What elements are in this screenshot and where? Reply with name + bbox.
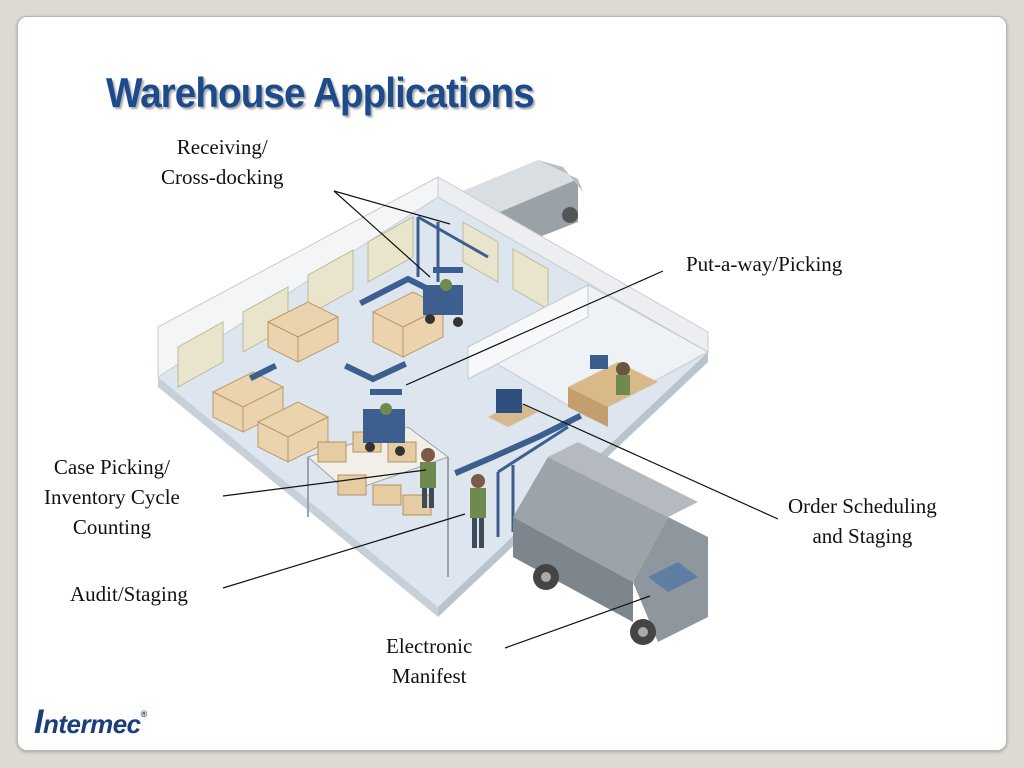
logo-initial: I — [34, 703, 43, 741]
label-case-picking-line2: Inventory Cycle — [44, 485, 180, 509]
printer — [488, 389, 538, 427]
label-order-scheduling-line2: and Staging — [812, 524, 913, 548]
worker-audit — [470, 474, 486, 548]
label-case-picking-line3: Counting — [72, 515, 152, 539]
office-desk — [568, 355, 658, 427]
worker-case-picking — [420, 448, 436, 508]
label-order-scheduling-line1: Order Scheduling — [788, 494, 937, 518]
label-audit: Audit/Staging — [70, 582, 188, 606]
label-manifest-line2: Manifest — [391, 664, 467, 688]
logo-text: ntermec — [42, 709, 141, 739]
intermec-logo: Intermec® — [34, 703, 147, 742]
slide-title: Warehouse Applications — [106, 69, 535, 116]
slide: Warehouse Applications — [17, 16, 1007, 751]
delivery-truck — [513, 442, 708, 645]
label-manifest: Electronic Manifest — [386, 631, 472, 691]
warehouse-illustration — [157, 160, 779, 649]
label-order-scheduling: Order Scheduling and Staging — [788, 491, 937, 551]
callout-lines — [222, 190, 779, 649]
label-receiving-line1: Receiving/ — [176, 135, 268, 159]
label-receiving-line2: Cross-docking — [161, 165, 284, 189]
label-case-picking-line1: Case Picking/ — [53, 455, 170, 479]
label-receiving: Receiving/ Cross-docking — [161, 132, 284, 192]
label-case-picking: Case Picking/ Inventory Cycle Counting — [44, 452, 180, 542]
logo-registered-mark: ® — [140, 709, 148, 719]
label-manifest-line1: Electronic — [386, 634, 473, 658]
label-putaway: Put-a-way/Picking — [686, 252, 843, 276]
forklift-putaway — [363, 389, 405, 456]
